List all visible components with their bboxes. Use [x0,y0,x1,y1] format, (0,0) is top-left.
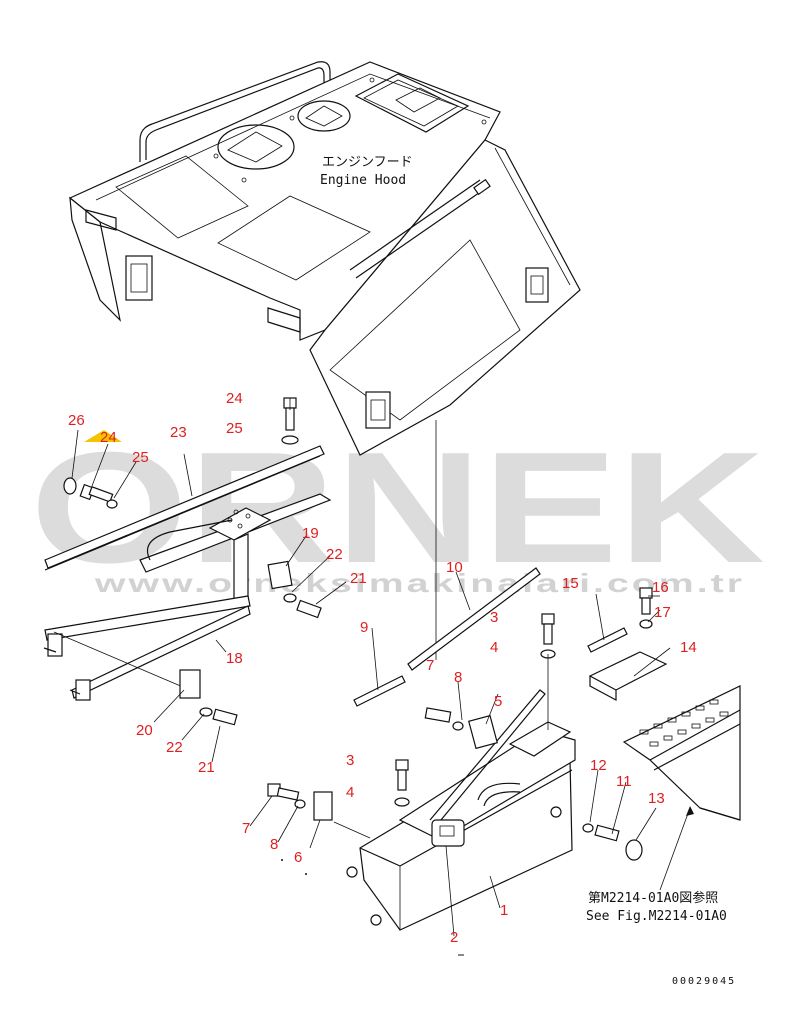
callout-6: 6 [294,849,302,866]
callout-3: 3 [490,609,498,626]
watermark-accent [84,430,122,442]
callout-26: 26 [68,412,85,429]
engine-hood [68,61,581,456]
callout-22: 22 [326,546,343,563]
main-bracket-assembly [313,567,668,931]
callout-4: 4 [346,784,354,801]
callout-21: 21 [350,570,367,587]
watermark-url: www.orneksimakinalari.com.tr [93,568,745,598]
callout-2: 2 [450,929,458,946]
reference-en: See Fig.M2214-01A0 [586,909,727,924]
callout-22: 22 [166,739,183,756]
leader-lines [71,398,671,937]
leader-18-plate [53,631,191,691]
callout-7: 7 [242,820,250,837]
callout-9: 9 [360,619,368,636]
callout-7: 7 [426,657,434,674]
callout-10: 10 [446,559,463,576]
callout-13: 13 [648,790,665,807]
callouts: 26 24 25 23 24 25 19 22 21 18 20 22 21 1… [68,390,697,946]
callout-1: 1 [500,902,508,919]
drawing-number: 00029045 [672,976,736,987]
side-panel-reference [622,685,741,891]
callout-16: 16 [652,579,669,596]
right-bolts [267,587,653,861]
reference-jp: 第M2214-01A0図参照 [588,890,718,906]
callout-18: 18 [226,650,243,667]
callout-14: 14 [680,639,697,656]
hood-label-en: Engine Hood [320,173,406,188]
callout-4: 4 [490,639,498,656]
callout-23: 23 [170,424,187,441]
plate-20 [179,669,201,699]
callout-8: 8 [454,669,462,686]
callout-12: 12 [590,757,607,774]
callout-8: 8 [270,836,278,853]
left-bracket-assembly [43,445,332,701]
callout-19: 19 [302,525,319,542]
callout-20: 20 [136,722,153,739]
callout-17: 17 [654,604,671,621]
callout-24: 24 [100,429,117,446]
left-bolts [63,397,322,726]
callout-25: 25 [132,449,149,466]
callout-24: 24 [226,390,243,407]
callout-5: 5 [494,693,502,710]
callout-15: 15 [562,575,579,592]
callout-21: 21 [198,759,215,776]
watermark: ORNEK www.orneksimakinalari.com.tr [30,420,765,598]
plate-19 [267,560,293,590]
callout-25: 25 [226,420,243,437]
callout-3: 3 [346,752,354,769]
callout-11: 11 [616,773,632,790]
hood-label-jp: エンジンフード [322,155,413,170]
